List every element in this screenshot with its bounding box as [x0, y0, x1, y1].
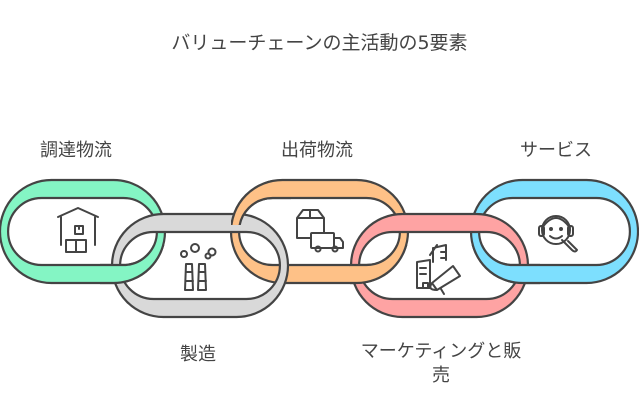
label-outbound-logistics: 出荷物流 — [281, 140, 353, 161]
megaphone-icon — [416, 244, 461, 295]
chain-link-outbound-overlay — [231, 180, 291, 225]
factory-icon — [180, 243, 217, 291]
label-marketing-sales: マーケティングと販売 — [360, 341, 522, 386]
chain-link-procurement-overlay — [100, 245, 165, 285]
label-operations: 製造 — [180, 344, 216, 365]
diagram-title: バリューチェーンの主活動の5要素 — [171, 32, 468, 54]
label-service: サービス — [520, 140, 592, 161]
label-procurement-logistics: 調達物流 — [40, 140, 112, 161]
delivery-truck-icon — [296, 209, 344, 253]
chain-link-operations — [110, 212, 290, 319]
customer-support-icon — [538, 215, 578, 253]
chain-link-service-overlay — [471, 245, 540, 285]
warehouse-icon — [57, 207, 99, 253]
chain-link-outbound-overlay — [350, 245, 408, 285]
chain-link-marketing — [349, 212, 530, 319]
